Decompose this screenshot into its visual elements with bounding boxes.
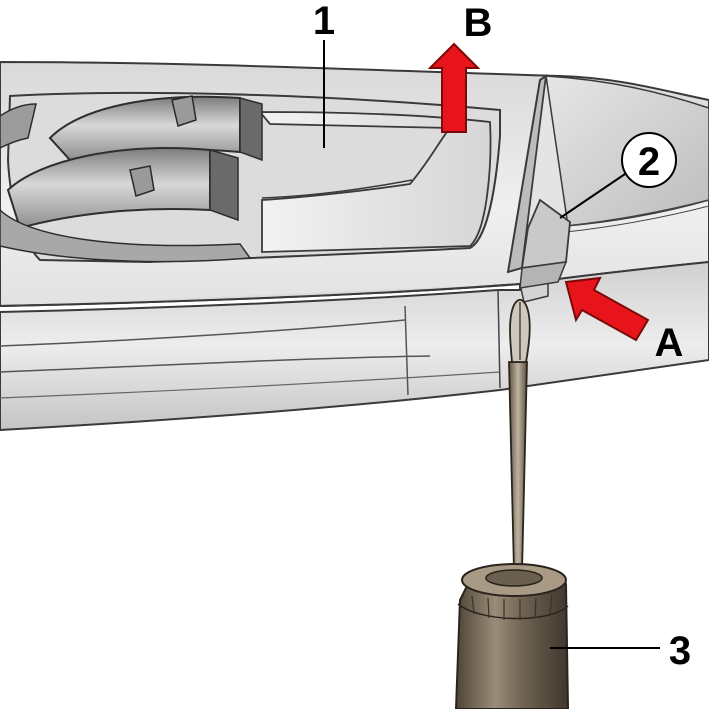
arrow-b-label: B bbox=[464, 1, 493, 45]
part-3-label: 3 bbox=[669, 629, 691, 673]
arrow-a-label: A bbox=[655, 321, 684, 365]
lift-arrow-icon bbox=[427, 42, 481, 133]
callout-part-1: 1 bbox=[313, 0, 335, 148]
window-switch-left-edge bbox=[0, 103, 37, 149]
callout-part-2: 2 bbox=[559, 132, 677, 219]
window-switch-rear bbox=[48, 95, 263, 162]
window-switch-front bbox=[0, 147, 252, 263]
push-arrow-icon bbox=[564, 276, 650, 342]
screwdriver-icon bbox=[454, 298, 570, 709]
callout-part-3: 3 bbox=[550, 629, 691, 673]
part-2-label: 2 bbox=[638, 140, 660, 184]
part-1-label: 1 bbox=[313, 0, 335, 43]
